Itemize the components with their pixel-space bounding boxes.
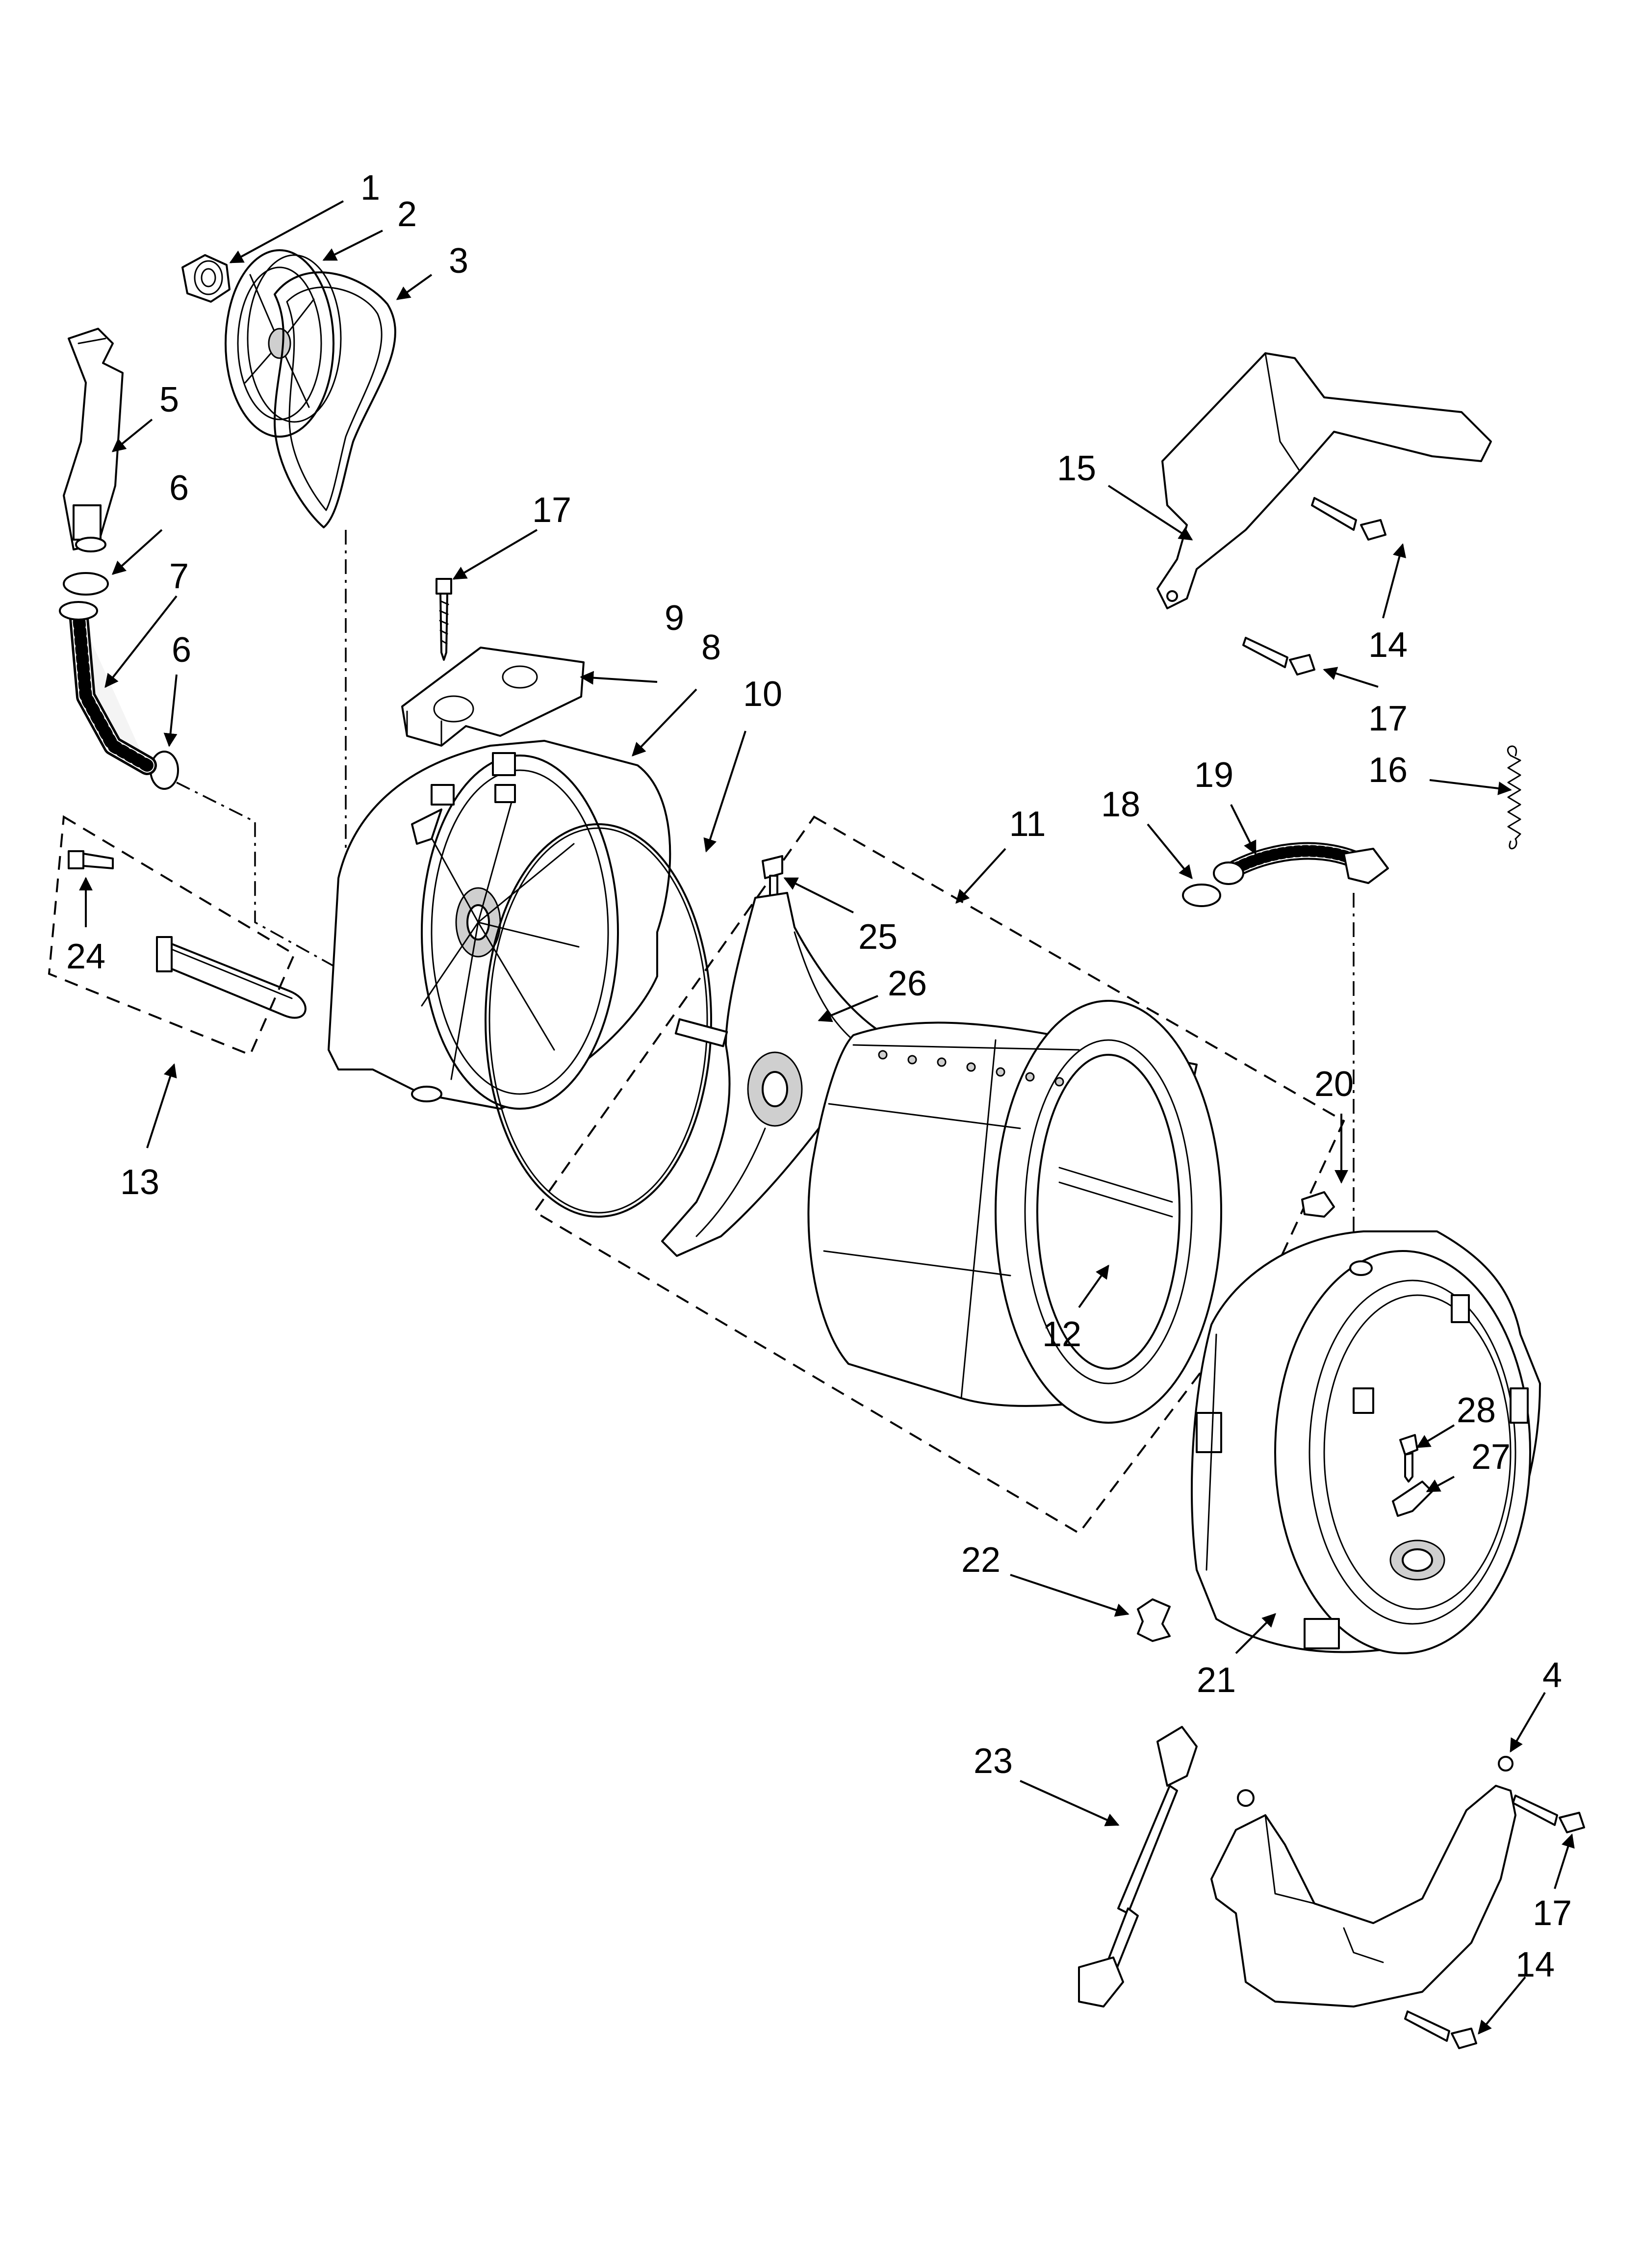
upper-tub-bracket [1156,352,1492,609]
callout-6-lower: 6 [172,630,191,670]
callout-17-right: 17 [1368,699,1408,738]
heater-sensor [68,850,114,869]
callout-6-upper: 6 [169,469,189,508]
callout-20: 20 [1314,1065,1354,1104]
callout-22: 22 [961,1540,1001,1580]
callout-4: 4 [1542,1656,1562,1695]
screw-28 [1399,1434,1418,1483]
callout-11: 11 [1009,805,1046,844]
suspension-spring [1507,745,1521,850]
lower-tub-bracket [1210,1756,1516,2007]
front-tub [1191,1230,1541,1654]
callout-8: 8 [701,628,721,667]
callout-2: 2 [397,195,417,234]
callout-17-bottom: 17 [1533,1894,1572,1933]
callout-12: 12 [1042,1315,1081,1354]
callout-24: 24 [66,937,105,976]
callout-21: 21 [1197,1661,1236,1700]
callout-23: 23 [974,1742,1013,1781]
callout-28: 28 [1457,1391,1496,1430]
callout-9: 9 [665,599,684,638]
screw-17-right [1242,637,1315,676]
callout-14-lower: 14 [1515,1945,1555,1984]
drive-belt [274,271,396,528]
screw-14-upper [1311,497,1386,541]
drive-belt-inner [286,287,383,511]
bracket-27 [1392,1481,1433,1517]
wash-drum [807,1000,1222,1424]
heater-element [156,936,307,1019]
tub-clip [1301,1191,1335,1218]
shock-damper [1078,1726,1198,2007]
callout-13: 13 [120,1163,159,1202]
corrugated-hose [59,601,157,775]
drive-pulley [225,249,342,438]
tub-seal [485,823,712,1218]
callout-18: 18 [1101,785,1140,824]
callout-3: 3 [449,241,468,281]
hose-clamp-upper [63,572,109,596]
callout-19: 19 [1194,756,1233,795]
callout-14-upper: 14 [1368,626,1408,665]
drum-assembly-group-outline [533,815,1345,1535]
callout-16: 16 [1368,751,1408,790]
screw-upper [436,578,452,661]
callout-5: 5 [159,380,179,419]
callout-15: 15 [1057,449,1096,488]
callout-7: 7 [169,557,189,596]
callout-1: 1 [360,168,380,208]
callout-17-upper: 17 [532,491,571,530]
callout-26: 26 [888,964,927,1003]
drain-hose-clamp [1182,884,1221,907]
screw-17-bottom [1512,1795,1585,1833]
callout-10: 10 [743,675,782,714]
spring-clip [1137,1598,1171,1642]
callout-25: 25 [858,917,898,957]
inlet-hose [63,328,124,552]
callout-27: 27 [1471,1437,1511,1477]
nut [181,254,231,303]
basket-spider [661,892,987,1257]
callout-leaders [79,200,1575,2035]
tub-drain-hose [1213,842,1389,885]
heater-group-outline [48,815,296,1056]
tub-mount-bracket [401,647,585,747]
screw-14-bottom [1404,2010,1477,2049]
hose-guide-line [176,782,344,972]
